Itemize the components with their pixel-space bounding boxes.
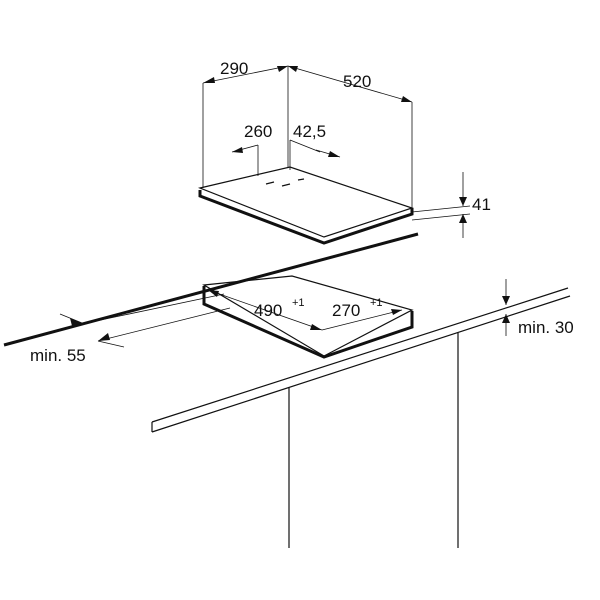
- label-cutout-width: 490: [254, 301, 282, 320]
- cutout: [202, 275, 414, 359]
- worktop-back-edge-2: [151, 295, 571, 433]
- hob-top-plate: [197, 166, 414, 238]
- label-cutout-width-tol: +1: [292, 297, 305, 309]
- burner-dimensions: [231, 144, 341, 158]
- height-dimension: [411, 172, 471, 238]
- hob-front-edge: [198, 190, 414, 245]
- label-hob-height: 41: [472, 195, 491, 214]
- label-min-rear: min. 30: [518, 318, 574, 337]
- worktop: [3, 232, 571, 433]
- hob-control-marks: [265, 178, 305, 187]
- hob-bottom-edge: [199, 195, 325, 244]
- worktop-back-edge: [151, 287, 569, 423]
- label-min-front: min. 55: [30, 346, 86, 365]
- cutout-outline: [202, 275, 414, 357]
- label-cutout-depth: 270: [332, 301, 360, 320]
- hob-appliance: [197, 139, 414, 245]
- cutout-depth-value: 270: [332, 301, 360, 320]
- label-hob-width: 520: [343, 72, 371, 91]
- cabinet: [288, 333, 459, 548]
- top-dimensions: [202, 65, 413, 208]
- label-cutout-depth-tol: +1: [370, 297, 383, 309]
- label-burner-offset: 42,5: [293, 122, 326, 141]
- rear-clearance-dimension: [502, 279, 510, 336]
- burner-guide-back: [289, 139, 321, 153]
- label-hob-depth: 290: [220, 59, 248, 78]
- cutout-width-value: 490: [254, 301, 282, 320]
- label-burner-depth: 260: [244, 122, 272, 141]
